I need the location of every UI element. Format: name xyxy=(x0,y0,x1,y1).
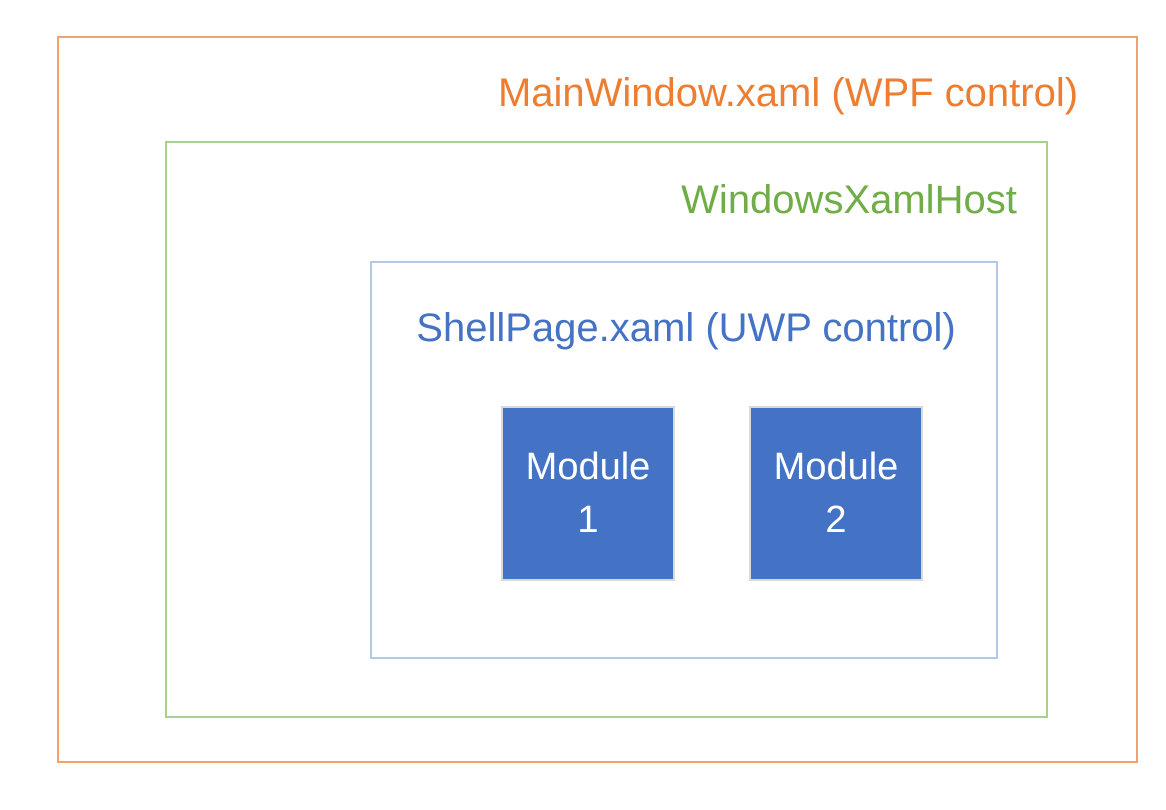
windows-xaml-host-box xyxy=(165,141,1048,718)
module-1-number: 1 xyxy=(577,498,599,541)
mainwindow-wpf-label: MainWindow.xaml (WPF control) xyxy=(497,71,1079,115)
module-1-box: Module 1 xyxy=(501,406,675,581)
shellpage-uwp-label: ShellPage.xaml (UWP control) xyxy=(416,306,956,350)
mainwindow-wpf-box xyxy=(57,36,1138,763)
shellpage-uwp-box xyxy=(370,261,998,659)
windows-xaml-host-label: WindowsXamlHost xyxy=(681,178,1017,222)
module-1-label: Module xyxy=(525,446,651,489)
module-2-label: Module xyxy=(773,446,899,489)
module-2-box: Module 2 xyxy=(749,406,923,581)
module-2-number: 2 xyxy=(825,498,847,541)
